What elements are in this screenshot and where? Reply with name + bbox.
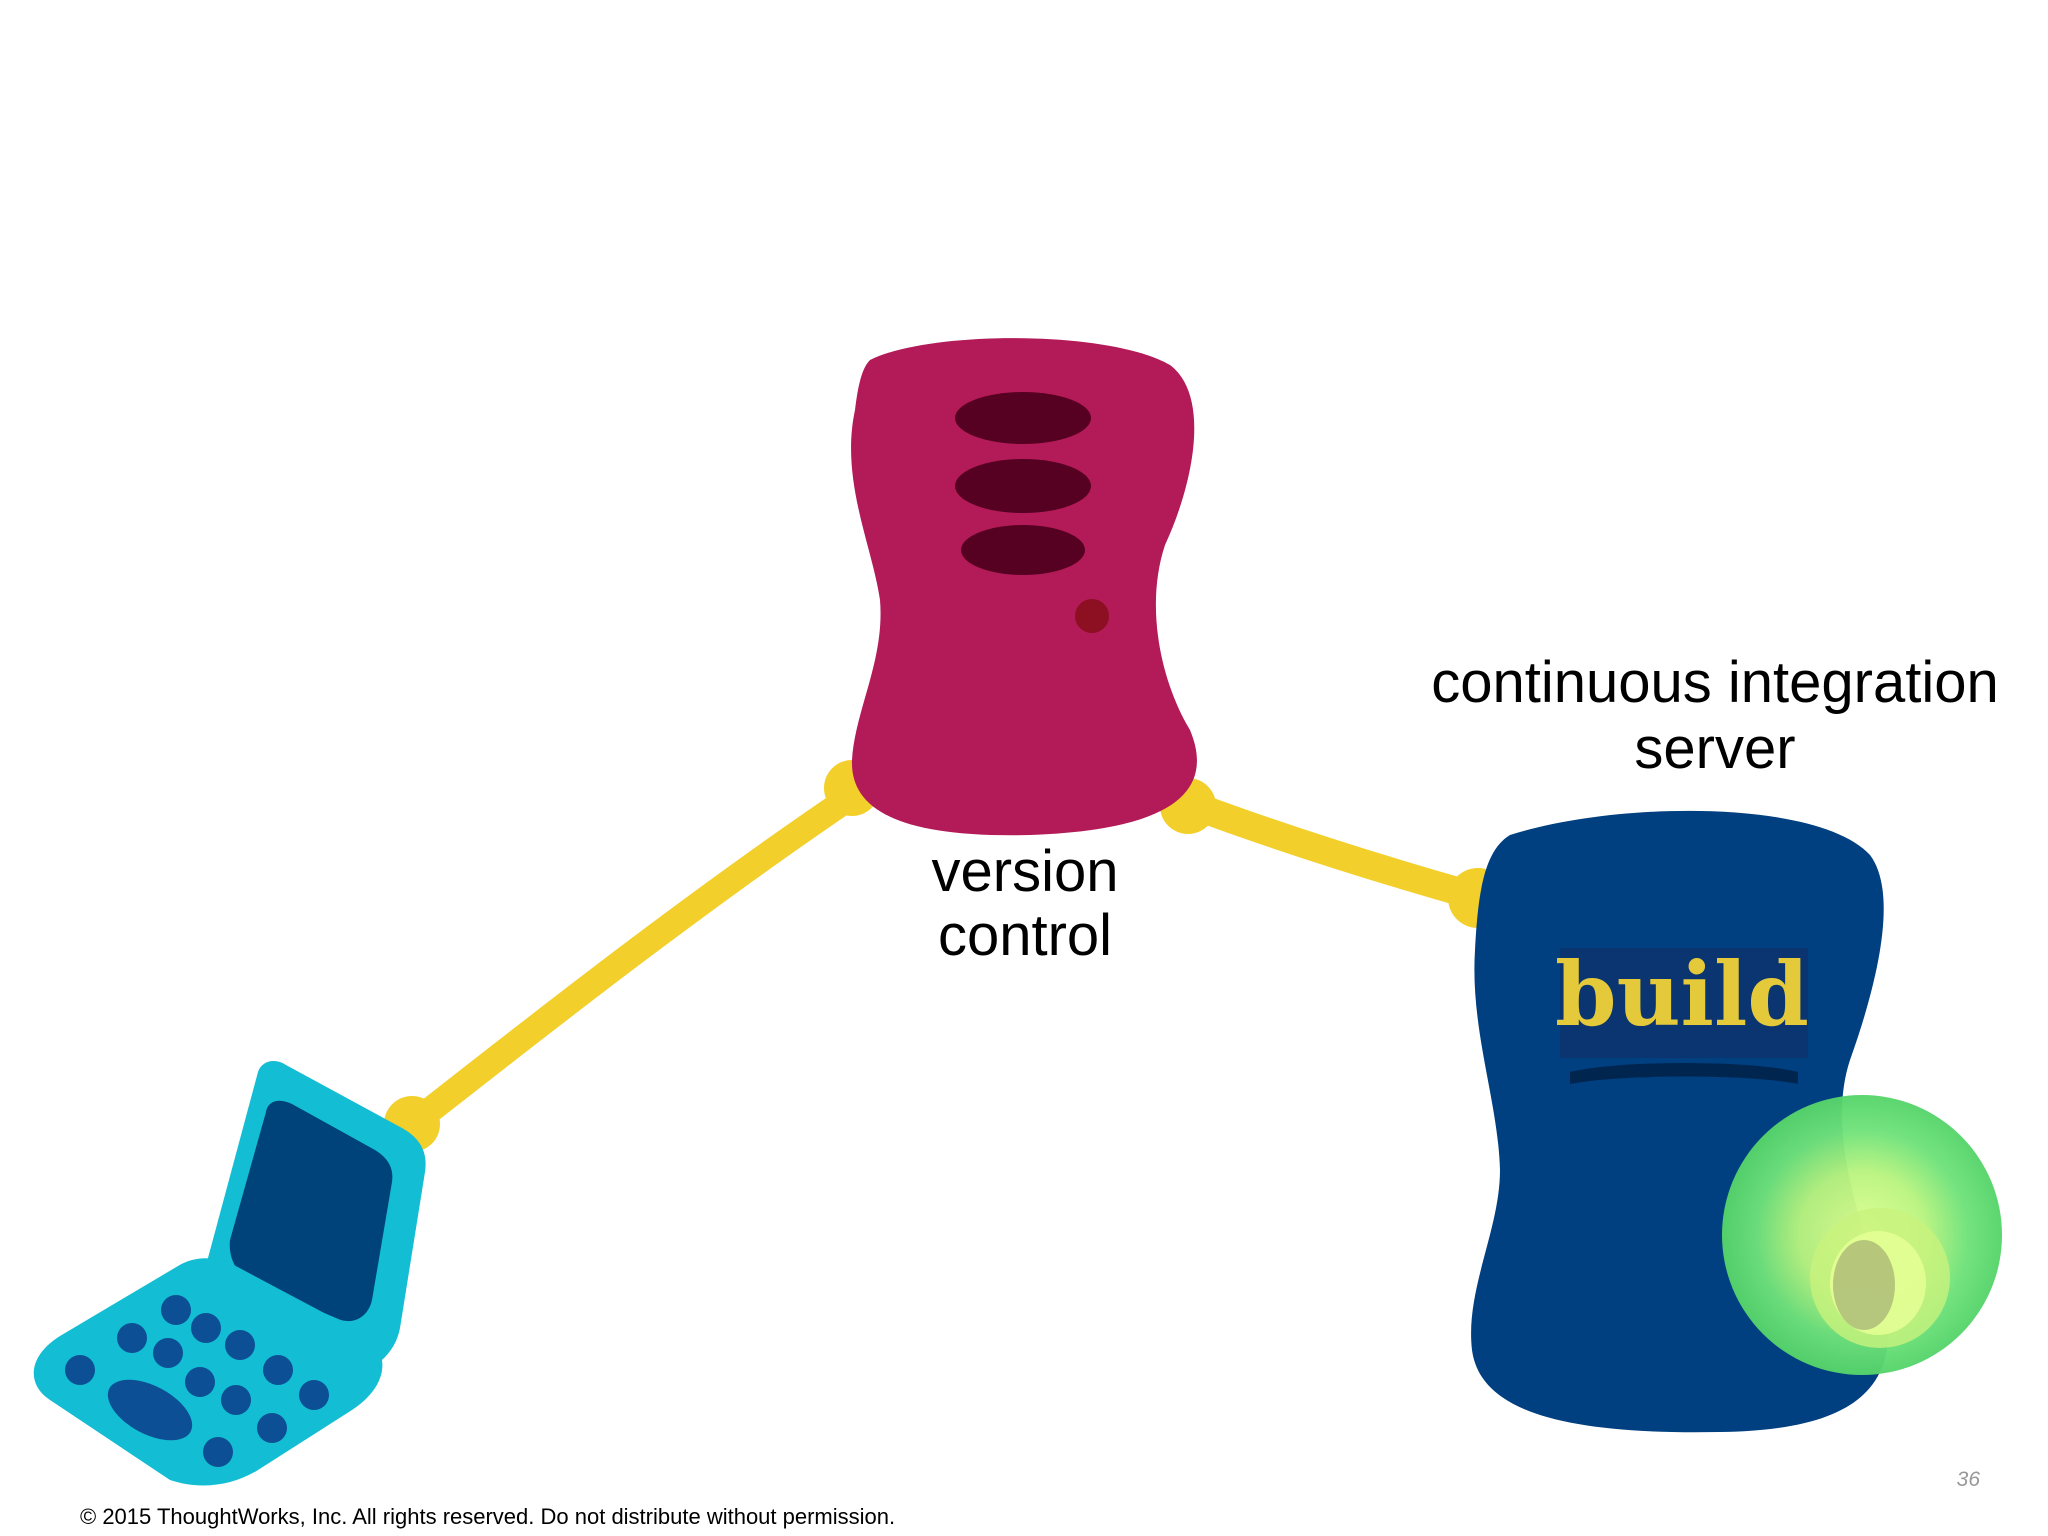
version-control-server-icon	[851, 338, 1197, 836]
drive-slot-1	[955, 392, 1091, 444]
connector-laptop-to-version-control	[384, 760, 880, 1152]
copyright-notice: © 2015 ThoughtWorks, Inc. All rights res…	[80, 1504, 896, 1529]
ci-server-icon	[1471, 810, 2002, 1433]
drive-slot-2	[955, 459, 1091, 513]
laptop-screen	[229, 1100, 393, 1322]
version-control-label: version control	[870, 840, 1180, 968]
build-label: build	[1555, 942, 1809, 1046]
power-led	[1075, 599, 1109, 633]
laptop-keys	[65, 1295, 329, 1467]
page-number: 36	[1956, 1468, 1980, 1491]
ci-server-label-line2: server	[1634, 716, 1796, 781]
version-control-label-line2: control	[937, 903, 1113, 968]
laptop-icon	[33, 1060, 426, 1486]
connector-version-control-to-ci-server	[1160, 778, 1508, 928]
ci-server-label-line1: continuous integration	[1431, 650, 1999, 715]
version-control-label-line1: version	[931, 839, 1119, 904]
drive-slot-3	[961, 525, 1085, 575]
build-panel	[1560, 948, 1808, 1058]
ci-server-label: continuous integration server	[1395, 650, 2035, 782]
